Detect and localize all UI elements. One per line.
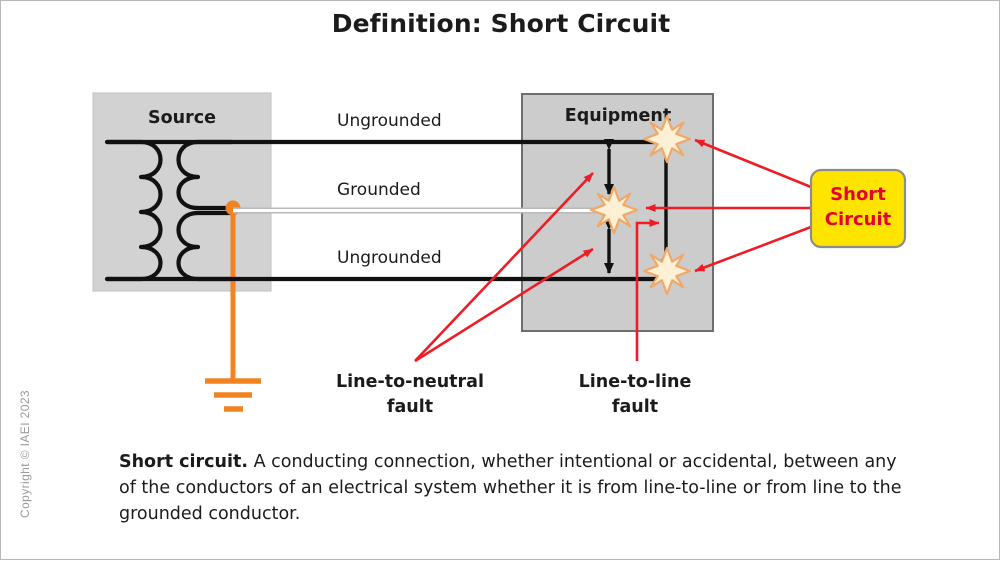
callout-arrow-to-top-fault: [694, 138, 812, 189]
short-circuit-callout-box[interactable]: [809, 168, 907, 249]
transformer-secondary-upper: [176, 139, 236, 211]
fault-starburst-middle: [589, 185, 639, 235]
fault-starburst-bottom: [642, 246, 692, 296]
conductor-label-grounded: Grounded: [337, 180, 421, 200]
line-to-neutral-fault-label-line1: Line-to-neutral: [336, 372, 484, 392]
definition-body: A conducting connection, whether intenti…: [119, 452, 902, 524]
equipment-box-label: Equipment: [565, 106, 671, 126]
transformer-secondary-lower: [176, 210, 236, 282]
line-to-line-fault-label-line2: fault: [612, 397, 658, 417]
line-to-neutral-pointer-upper: [414, 172, 594, 362]
source-box: [92, 92, 272, 292]
line-to-neutral-fault-label-line2: fault: [387, 397, 433, 417]
conductor-label-ungrounded-bottom: Ungrounded: [337, 248, 442, 268]
callout-arrow-to-bottom-fault: [694, 225, 812, 273]
fault-starburst-top: [642, 114, 692, 164]
line-to-neutral-pointer-lower: [414, 247, 594, 363]
definition-term: Short circuit.: [119, 452, 249, 472]
transformer-primary-winding: [104, 139, 163, 282]
short-circuit-callout-line1: Short: [830, 184, 886, 205]
line-to-line-fault-label-line1: Line-to-line: [579, 372, 692, 392]
short-circuit-callout-line2: Circuit: [825, 209, 892, 230]
source-box-label: Source: [148, 108, 216, 128]
conductor-label-ungrounded-top: Ungrounded: [337, 111, 442, 131]
page-title: Definition: Short Circuit: [331, 9, 671, 38]
definition-paragraph: Short circuit. A conducting connection, …: [119, 449, 909, 527]
line-to-line-pointer: [635, 219, 660, 361]
